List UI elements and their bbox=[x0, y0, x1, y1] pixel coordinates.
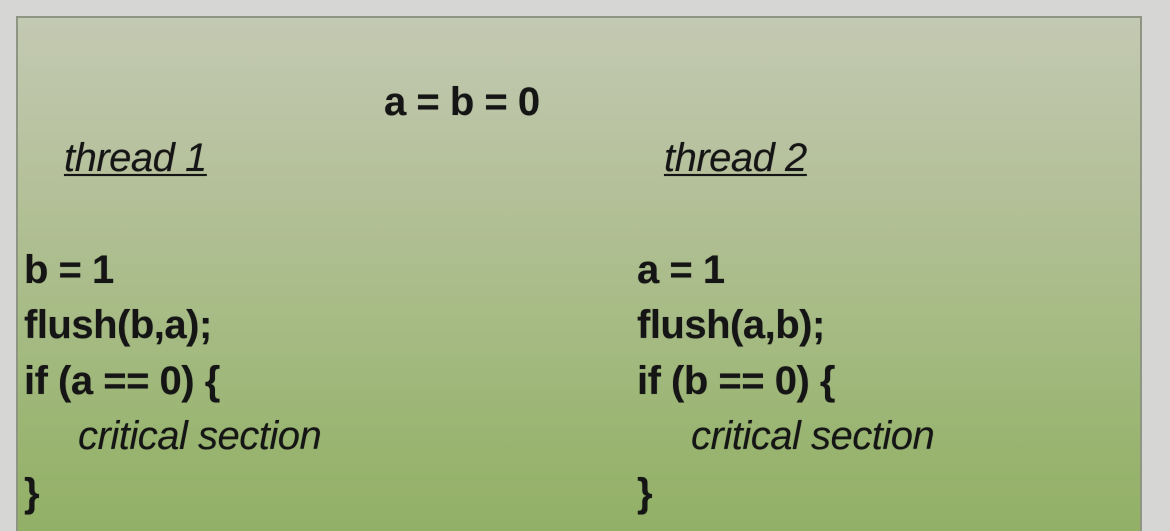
thread-2-close-brace: } bbox=[637, 471, 653, 515]
thread-1-line-1: b = 1 bbox=[24, 248, 114, 292]
thread-1-close-brace: } bbox=[24, 471, 40, 515]
init-statement: a = b = 0 bbox=[384, 80, 540, 124]
thread-2-critical-section: critical section bbox=[691, 414, 935, 458]
thread-1-line-2: flush(b,a); bbox=[24, 303, 212, 347]
thread-2-header: thread 2 bbox=[664, 136, 807, 180]
slide: a = b = 0 thread 1 thread 2 b = 1 flush(… bbox=[16, 16, 1142, 531]
thread-1-header: thread 1 bbox=[64, 136, 207, 180]
thread-2-line-2: flush(a,b); bbox=[637, 303, 825, 347]
thread-1-line-3: if (a == 0) { bbox=[24, 359, 220, 403]
thread-2-line-3: if (b == 0) { bbox=[637, 359, 836, 403]
thread-1-critical-section: critical section bbox=[78, 414, 322, 458]
thread-2-line-1: a = 1 bbox=[637, 248, 725, 292]
